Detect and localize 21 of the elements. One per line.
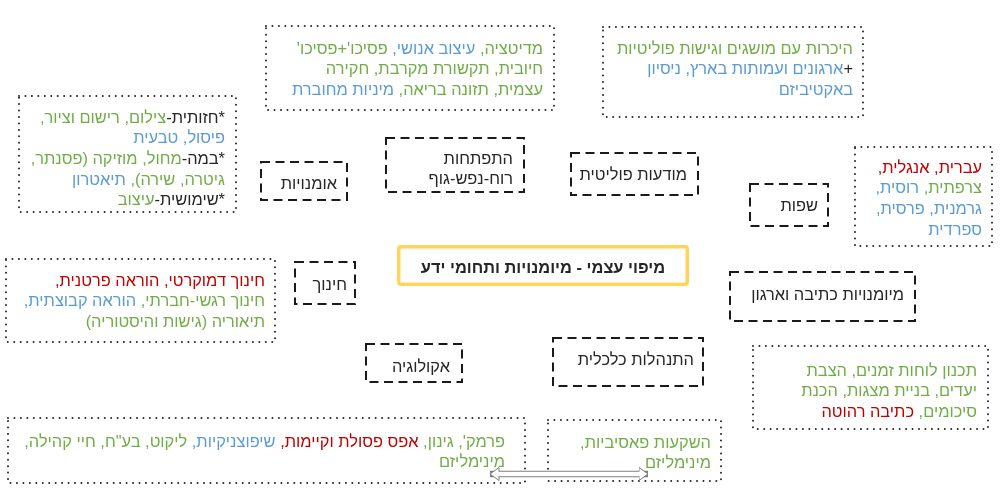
detail-box: פרמק', גינון, אפס פסולת וקיימות, שיפוצניקיות, ליקוט, בע"ח, חיי קהילה, מינימליזם <box>7 417 526 484</box>
topic-box: מיומנויות כתיבה וארגון <box>729 271 916 322</box>
topic-box: שפות <box>749 183 829 227</box>
double-arrow <box>489 467 649 481</box>
detail-box: השקעות פאסיביות, מינימליזם <box>547 419 722 482</box>
detail-box: עברית, אנגלית, צרפתית, רוסית, גרמנית, פרסית, ספרדית <box>854 146 993 247</box>
detail-box: תכנון לוחות זמנים, הצבת יעדים, בניית מצגות, הכנת סיכומים, כתיבה רהוטה <box>752 345 989 430</box>
topic-box: מודעות פוליטית <box>570 152 699 196</box>
central-box: מיפוי עצמי - מיומנויות ותחומי ידע <box>397 245 689 286</box>
detail-box: מדיטציה, עיצוב אנושי, פסיכו'+פסיכו' חיובית, תקשורת מקרבת, חקירה עצמית, תזונה בריאה, מיניות מחוברת <box>265 25 555 111</box>
detail-box: היכרות עם מושגים וגישות פוליטיות +ארגונים ועמותות בארץ, ניסיון באקטיביזם <box>602 26 864 118</box>
topic-box: חינוך <box>294 261 356 305</box>
topic-box: אקולוגיה <box>365 343 463 383</box>
detail-box: חינוך דמוקרטי, הוראה פרטנית, חינוך רגשי-חברתי, הוראה קבוצתית, תיאוריה (גישות והיסטוריה) <box>5 258 276 343</box>
list-item: *חזותית-צילום, רישום וציור, פיסול, טבעית <box>38 106 225 149</box>
topic-box: התנהלות כלכלית <box>552 337 704 387</box>
detail-box <box>18 95 237 213</box>
topic-box: התפתחות רוח-נפש-גוף <box>385 137 525 193</box>
topic-box: אומנויות <box>260 161 348 201</box>
list-item: *במה-מחול, מוזיקה (פסנתר, גיטרה, שירה), תיאטרון <box>29 148 225 190</box>
list-item: *שימושית-עיצוב <box>116 189 225 211</box>
